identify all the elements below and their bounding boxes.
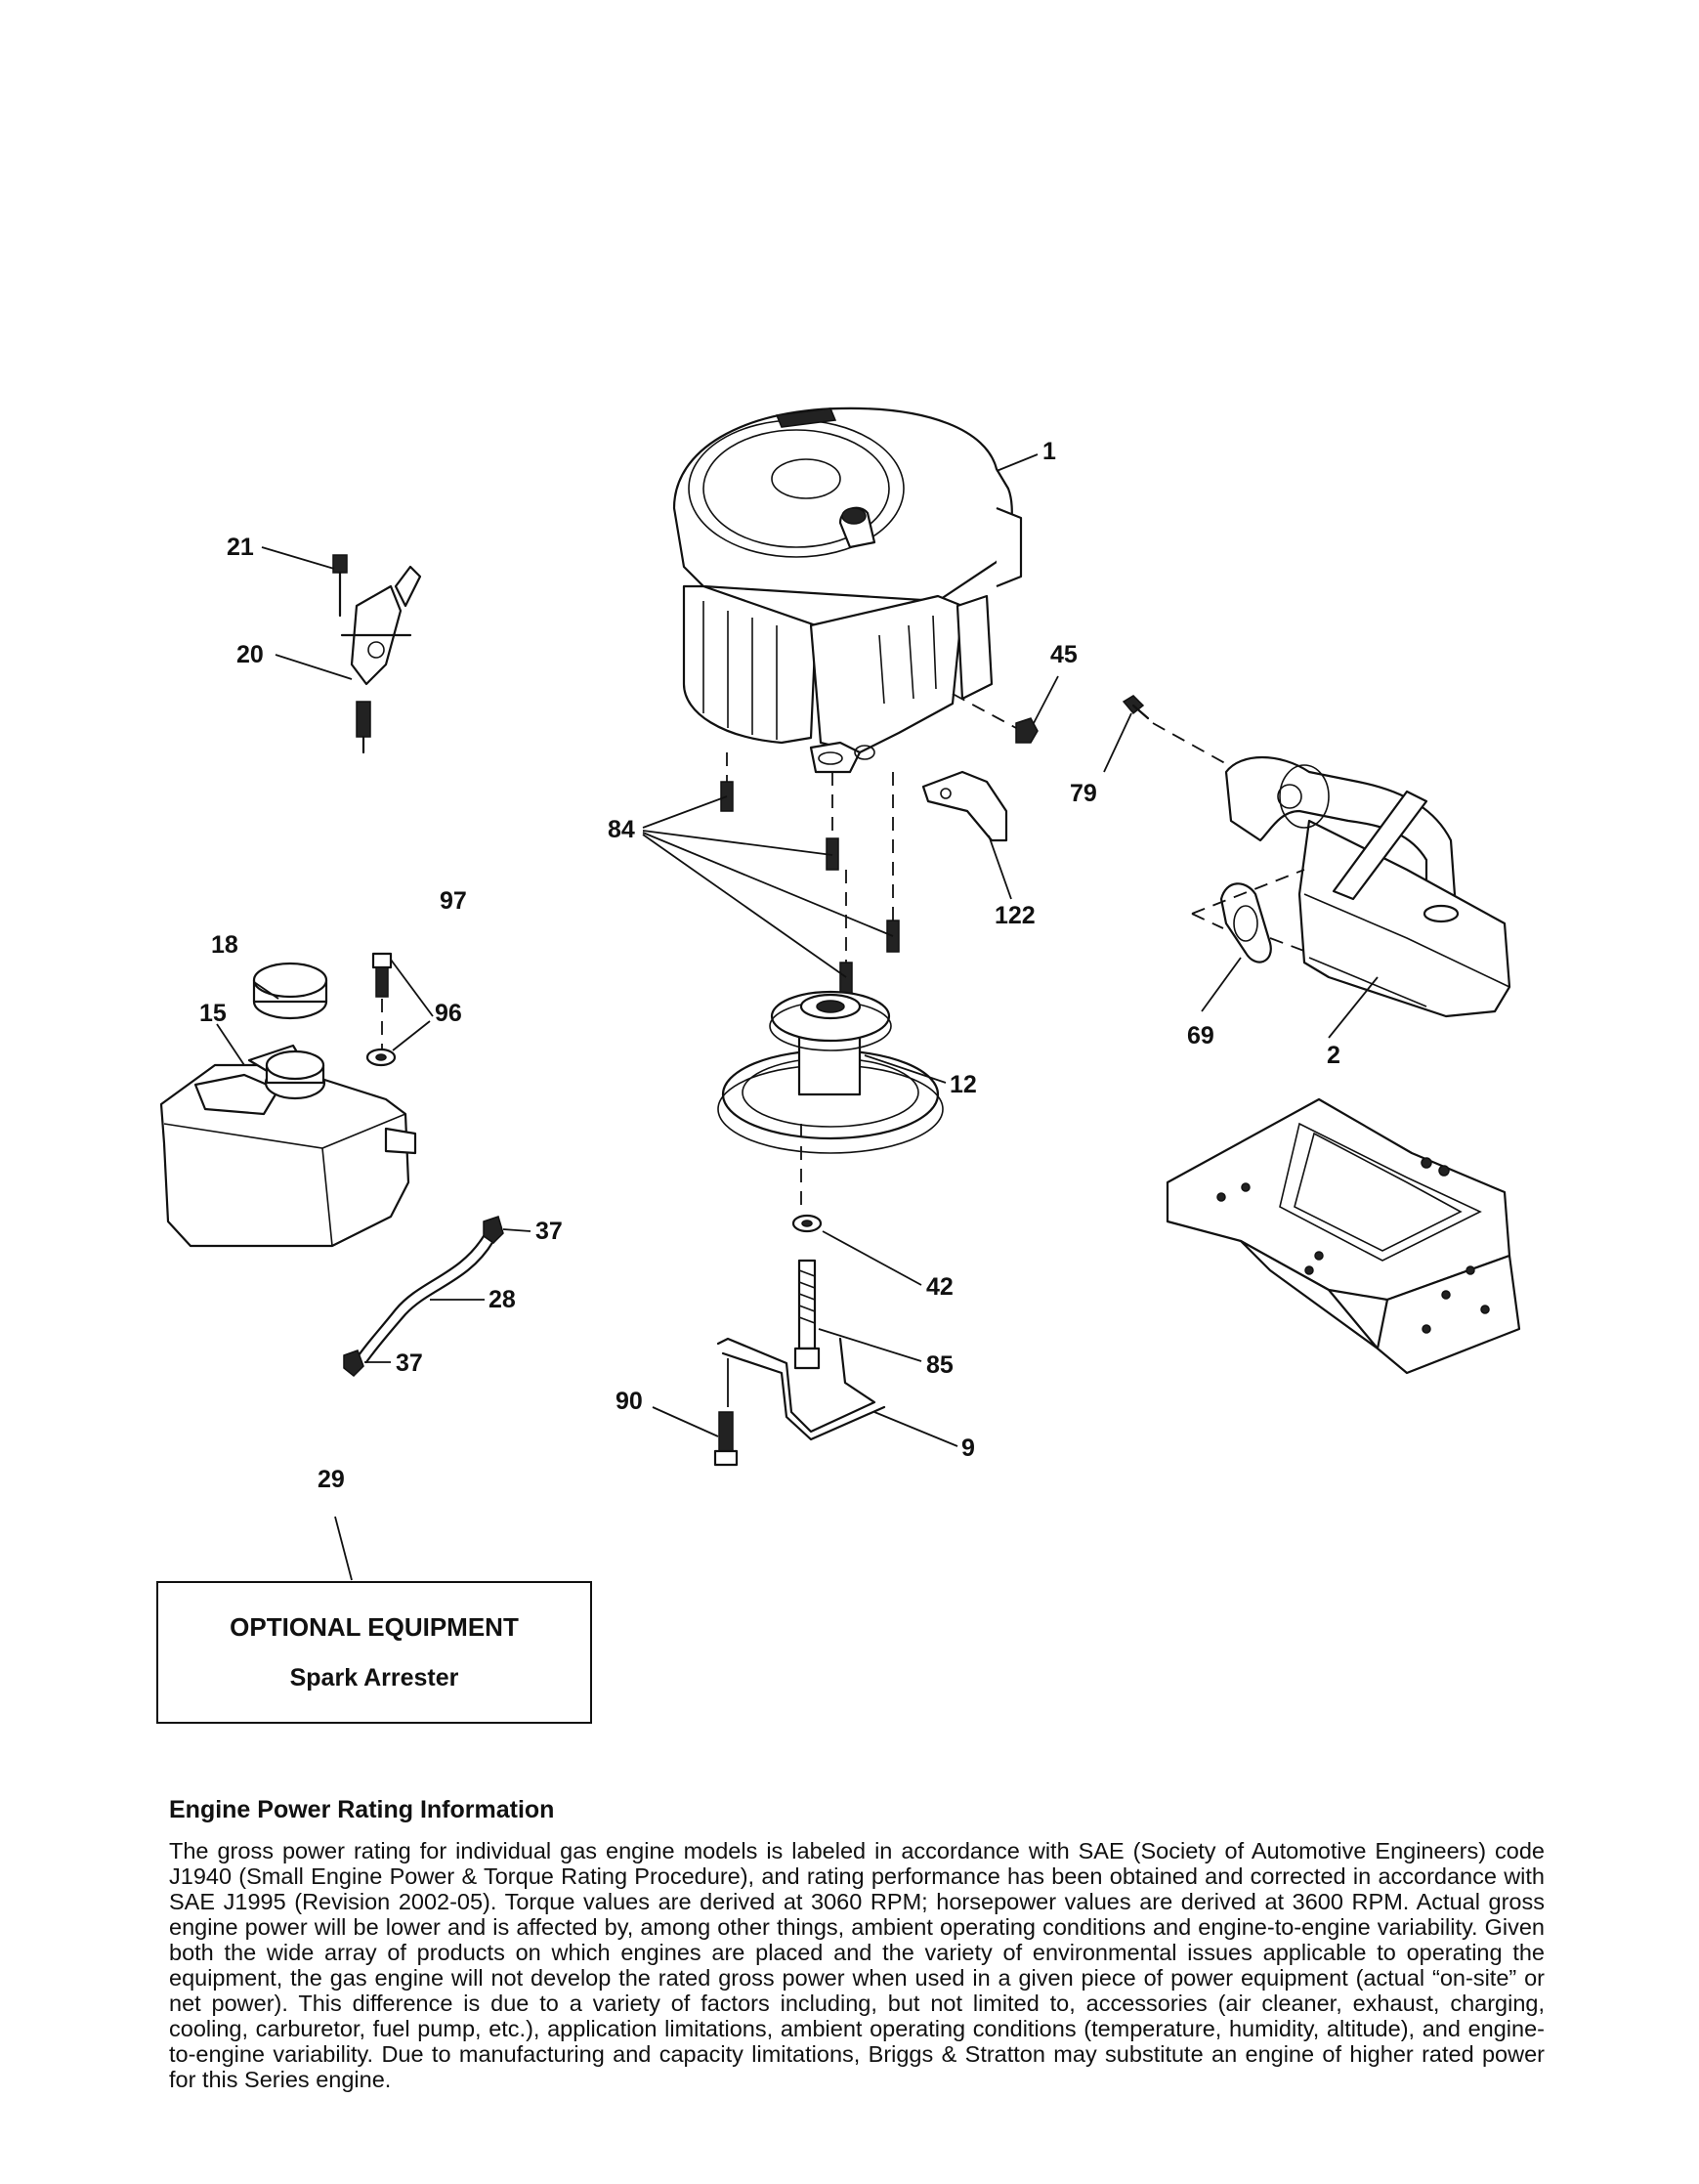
callout-21: 21 <box>227 534 254 561</box>
engine-info-body: The gross power rating for individual ga… <box>169 1838 1545 2092</box>
engine-info-heading: Engine Power Rating Information <box>169 1796 555 1823</box>
callout-90: 90 <box>616 1388 643 1415</box>
optional-equipment-item: Spark Arrester <box>289 1664 459 1692</box>
belt-guide-9 <box>716 1337 876 1434</box>
callout-122: 122 <box>995 902 1036 929</box>
engine-power-rating-section: Engine Power Rating Information The gros… <box>169 1796 1545 2092</box>
nut-45 <box>1015 717 1039 744</box>
gasket-69 <box>1191 869 1310 964</box>
callout-97: 97 <box>440 887 467 915</box>
callout-96: 96 <box>435 1000 462 1027</box>
screw-21 <box>332 554 348 618</box>
fuel-tank <box>159 1044 417 1248</box>
bolt-85 <box>793 1259 821 1370</box>
muffler <box>1224 756 1511 1018</box>
callout-79: 79 <box>1070 780 1097 807</box>
callout-69: 69 <box>1187 1022 1214 1049</box>
clamp-37-top <box>483 1216 504 1244</box>
fuel-cap <box>252 962 328 1020</box>
engine-mounting-plate <box>1166 1097 1521 1375</box>
optional-equipment-box: OPTIONAL EQUIPMENT Spark Arrester <box>156 1581 592 1724</box>
pulley <box>717 990 944 1212</box>
callout-9: 9 <box>961 1435 975 1462</box>
shield-122 <box>921 770 1008 842</box>
callout-18: 18 <box>211 931 238 959</box>
optional-equipment-heading: OPTIONAL EQUIPMENT <box>230 1612 519 1642</box>
throttle-control <box>340 565 422 754</box>
callout-20: 20 <box>236 641 264 668</box>
bolts-84 <box>720 752 900 995</box>
leader-lines <box>216 453 1379 1581</box>
callout-12: 12 <box>950 1071 977 1098</box>
fuel-line <box>355 1234 486 1360</box>
callout-85: 85 <box>926 1351 954 1379</box>
callout-28: 28 <box>488 1286 516 1313</box>
screw-97 <box>371 952 393 1050</box>
callout-42: 42 <box>926 1273 954 1301</box>
clamp-37-bottom <box>343 1349 364 1378</box>
callout-labels: 1 21 20 45 79 84 122 97 18 15 96 12 69 2… <box>199 438 1340 1493</box>
bolt-79 <box>1122 695 1242 773</box>
callout-37-top: 37 <box>535 1218 563 1245</box>
callout-45: 45 <box>1050 641 1078 668</box>
callout-37-bottom: 37 <box>396 1349 423 1377</box>
callout-1: 1 <box>1042 438 1056 465</box>
callout-84: 84 <box>608 816 635 843</box>
callout-15: 15 <box>199 1000 227 1027</box>
callout-2: 2 <box>1327 1042 1340 1069</box>
callout-29: 29 <box>318 1466 345 1493</box>
engine-assembly <box>672 407 1023 774</box>
bolt-90 <box>713 1411 739 1467</box>
